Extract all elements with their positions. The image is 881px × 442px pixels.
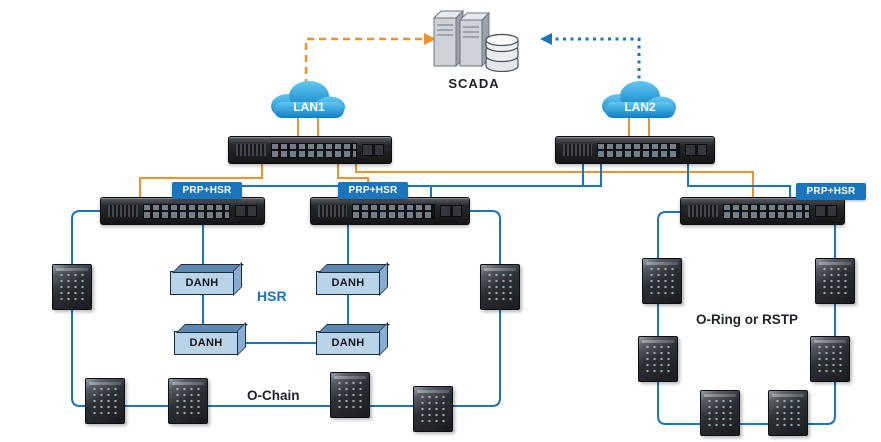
scada-uplink-b-dotted [552,37,641,86]
danh-node-box: DANH [316,331,380,355]
server-stack-icon [432,9,519,73]
scada-uplink-a-dashed [304,37,424,86]
switch-sfp-ports [814,205,837,217]
lan2-cloud: LAN2 [595,74,683,124]
switch-ports [351,203,436,219]
database-disks-icon [485,33,519,73]
switch-ports [596,142,681,158]
industrial-switch [642,258,682,304]
lan-a-links [139,116,754,197]
switch-sfp-ports [361,144,384,156]
core-switch-lan2 [555,136,715,164]
danh-node-box: DANH [316,271,380,295]
industrial-switch [413,386,453,432]
cloud-icon: LAN2 [602,81,676,118]
industrial-switch [330,372,370,418]
hsr-ring-label: HSR [257,288,287,304]
o-chain-label: O-Chain [247,388,300,403]
switch-ports [142,203,230,219]
prp-hsr-badge-middle: PRP+HSR [338,182,408,199]
lan1-label: LAN1 [293,100,325,114]
scada-server [428,6,520,77]
prp-hsr-badge-right: PRP+HSR [796,183,866,200]
prp-hsr-switch-middle [310,197,470,225]
switch-vents [563,144,592,156]
industrial-switch [480,264,520,310]
switch-ports [722,203,810,219]
switch-sfp-ports [234,205,257,217]
danh-node-box: DANH [174,331,238,355]
scada-uplink-a-arrowhead [424,33,436,45]
danh-node-box: DANH [170,271,234,295]
prp-hsr-badge-left: PRP+HSR [172,182,242,199]
lan2-label: LAN2 [624,100,656,114]
industrial-switch [810,336,850,382]
scada-uplink-b-arrowhead [540,33,552,45]
lan1-cloud: LAN1 [264,74,352,124]
prp-hsr-switch-left [100,197,265,225]
switch-sfp-ports [685,144,707,156]
industrial-switch [638,336,678,382]
o-ring-rstp-label: O-Ring or RSTP [696,312,798,327]
industrial-switch [168,378,208,424]
switch-sfp-ports [440,205,462,217]
industrial-switch [52,264,92,310]
switch-vents [236,144,266,156]
core-switch-lan1 [228,136,392,164]
switch-vents [108,205,138,217]
switch-vents [688,205,718,217]
prp-hsr-switch-right [680,197,845,225]
industrial-switch [768,390,808,436]
cloud-icon: LAN1 [271,81,345,118]
industrial-switch [815,258,855,304]
industrial-switch [85,378,125,424]
switch-ports [270,142,357,158]
scada-label: SCADA [448,76,500,91]
industrial-switch [700,390,740,436]
switch-vents [318,205,347,217]
